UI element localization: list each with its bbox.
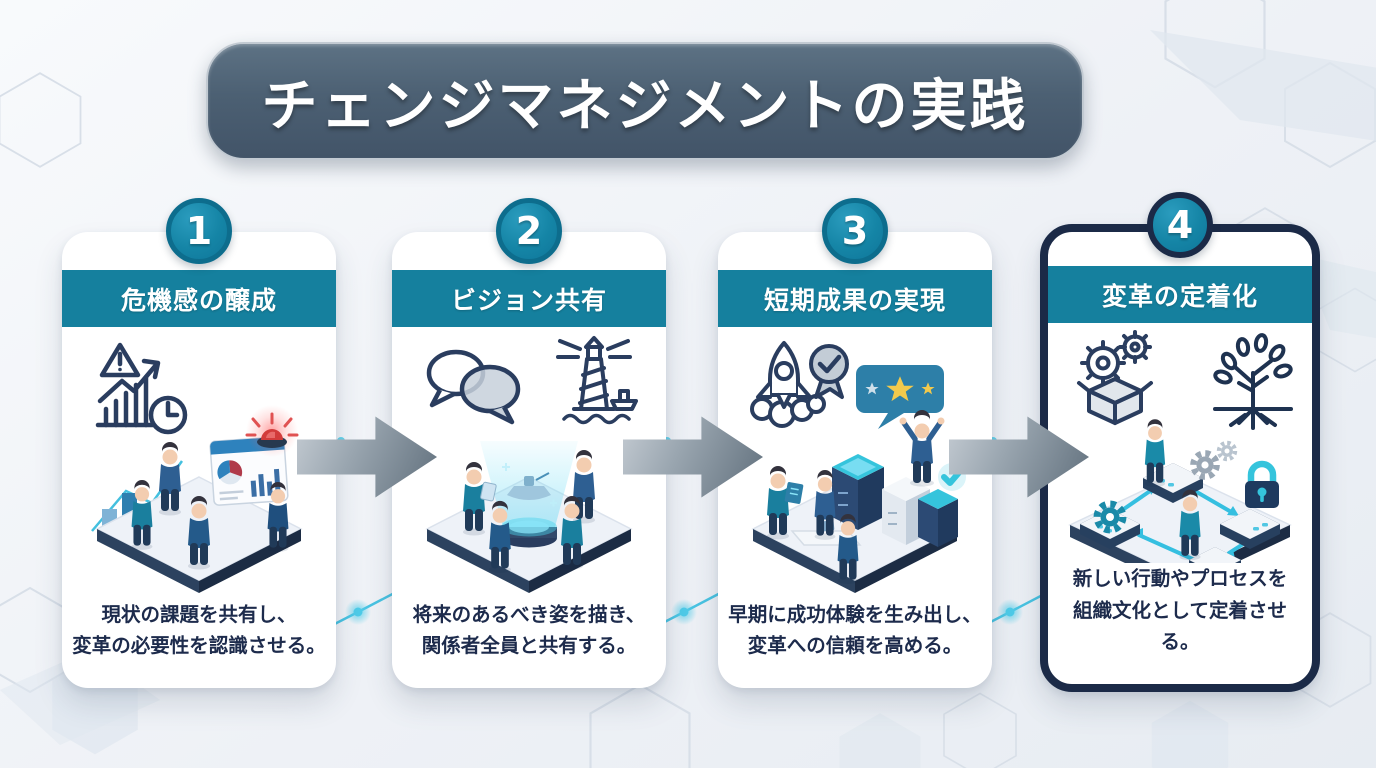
step-2-description: 将来のあるべき姿を描き、 関係者全員と共有する。 [412, 602, 646, 658]
red-alert-siren [245, 405, 299, 457]
step-4-title-bar: 変革の定着化 [1048, 266, 1312, 323]
warning-growth-chart-icon [95, 342, 161, 428]
server-stacks [832, 454, 958, 547]
step-2-number-badge: 2 [496, 198, 562, 264]
step-4-description: 新しい行動やプロセスを 組織文化として定着させる。 [1072, 567, 1288, 654]
celebrating-person [899, 410, 945, 487]
gears-box-icon [1077, 330, 1153, 425]
lighthouse-ship-icon [556, 336, 638, 425]
padlock [1245, 460, 1279, 508]
rocket-launch-icon [750, 341, 826, 428]
step-3-number-badge: 3 [822, 198, 888, 264]
step-card-4: 4 変革の定着化 [1040, 192, 1320, 692]
clock-icon [148, 395, 188, 435]
step-1-title-bar: 危機感の醸成 [62, 270, 336, 327]
step-3-description: 早期に成功体験を生み出し、 変革への信頼を高める。 [728, 602, 982, 658]
gray-gear [1193, 453, 1216, 476]
medal-check-icon [809, 344, 849, 399]
rooted-tree-icon [1213, 333, 1293, 430]
star-rating-sign [856, 365, 944, 429]
step-1-description: 現状の課題を共有し、 変革の必要性を認識させる。 [72, 602, 326, 658]
step-2-title-bar: ビジョン共有 [392, 270, 666, 327]
step-4-illustration [1048, 323, 1312, 564]
step-4-number-badge: 4 [1147, 192, 1213, 258]
step-1-number-badge: 1 [166, 198, 232, 264]
step-card-1: 1 危機感の醸成 [62, 198, 336, 688]
step-1-illustration [62, 327, 336, 599]
step-2-illustration [392, 327, 666, 599]
step-3-illustration [718, 327, 992, 599]
title-text: チェンジマネジメントの実践 [261, 73, 1029, 139]
step-3-title-bar: 短期成果の実現 [718, 270, 992, 327]
infographic-title: チェンジマネジメントの実践 [206, 42, 1084, 160]
speech-bubbles-icon [426, 349, 521, 425]
